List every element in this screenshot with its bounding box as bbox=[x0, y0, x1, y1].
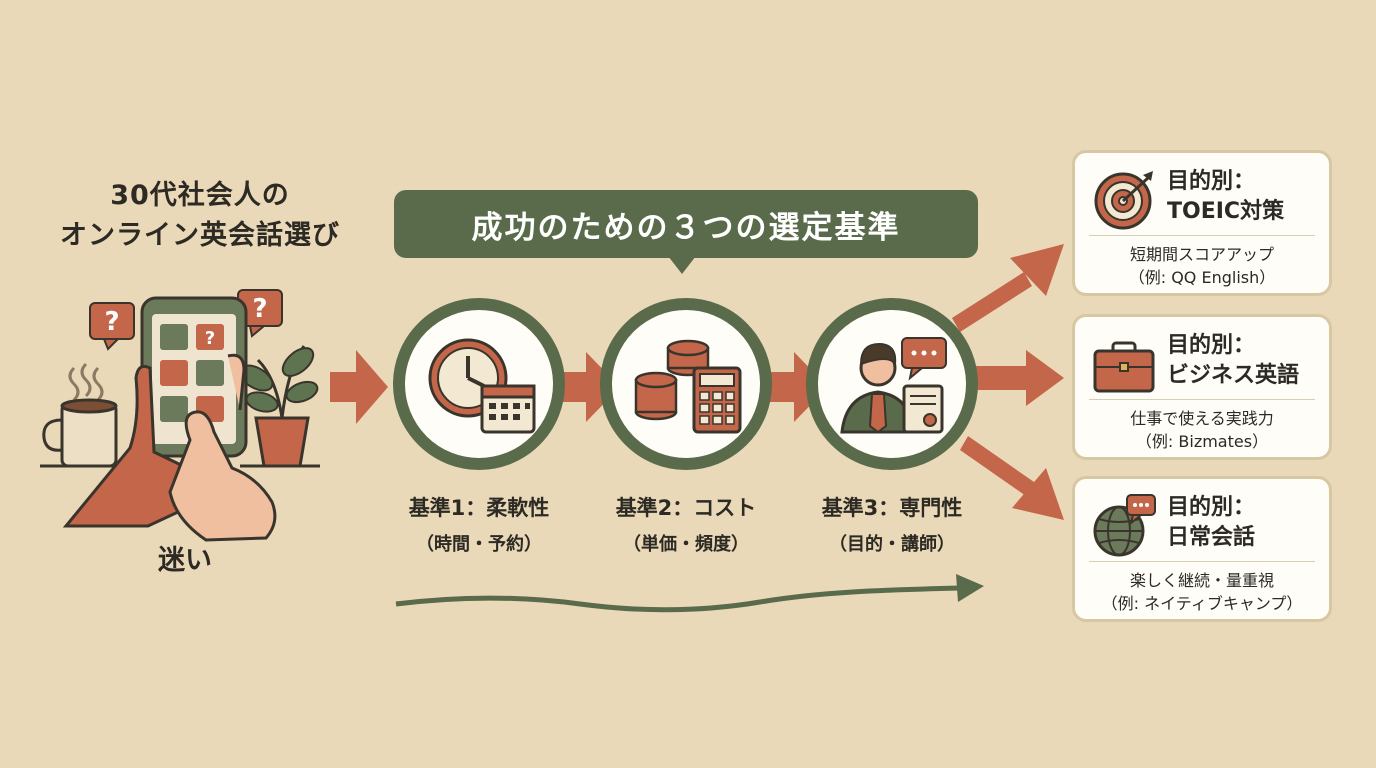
card-divider bbox=[1089, 235, 1315, 236]
criterion-3-text: 基準3：専門性 （目的・講師） bbox=[792, 492, 992, 556]
criterion-1-text: 基準1：柔軟性 （時間・予約） bbox=[379, 492, 579, 556]
outcome-business-title-line-1: 目的別： bbox=[1167, 333, 1256, 358]
criterion-2-label: 基準2：コスト bbox=[615, 496, 757, 520]
confusion-label: 迷い bbox=[158, 545, 212, 576]
outcome-daily-title-line-2: 日常会話 bbox=[1167, 525, 1256, 550]
outcome-business-note: 仕事で使える実践力 （例: Bizmates） bbox=[1075, 407, 1329, 453]
main-title-line-2: オンライン英会話選び bbox=[60, 220, 340, 251]
teacher-icon bbox=[840, 337, 947, 434]
criterion-1-label: 基準1：柔軟性 bbox=[408, 496, 550, 520]
outcome-business-title: 目的別： ビジネス英語 bbox=[1167, 331, 1299, 391]
banner-tail bbox=[668, 256, 696, 274]
criterion-circle-3 bbox=[806, 298, 978, 470]
outcome-business-note-line-2: （例: Bizmates） bbox=[1135, 432, 1269, 451]
criterion-circle-2 bbox=[600, 298, 772, 470]
question-bubble-icon: ? bbox=[89, 302, 135, 351]
card-divider bbox=[1089, 399, 1315, 400]
criterion-3-sub: （目的・講師） bbox=[829, 534, 955, 555]
briefcase-icon bbox=[1093, 341, 1155, 393]
criterion-2-sub: （単価・頻度） bbox=[623, 534, 749, 555]
outcome-daily-note-line-1: 楽しく継続・量重視 bbox=[1129, 571, 1274, 590]
outcome-business-title-line-2: ビジネス英語 bbox=[1167, 363, 1300, 388]
outcome-card-business: 目的別： ビジネス英語 仕事で使える実践力 （例: Bizmates） bbox=[1072, 314, 1332, 460]
branch-arrow-top bbox=[952, 244, 1064, 332]
svg-text:?: ? bbox=[104, 307, 119, 337]
outcome-business-note-line-1: 仕事で使える実践力 bbox=[1130, 409, 1274, 428]
outcome-daily-note-line-2: （例: ネイティブキャンプ） bbox=[1101, 594, 1303, 613]
branch-arrow-bottom bbox=[960, 436, 1064, 520]
criterion-circle-1 bbox=[393, 298, 565, 470]
flow-arrow bbox=[330, 350, 388, 424]
outcome-toeic-note: 短期間スコアアップ （例: QQ English） bbox=[1075, 243, 1329, 289]
outcome-daily-title: 目的別： 日常会話 bbox=[1167, 493, 1255, 553]
hand-icon bbox=[62, 353, 277, 542]
outcome-toeic-note-line-1: 短期間スコアアップ bbox=[1129, 245, 1274, 264]
outcome-card-toeic: 目的別： TOEIC対策 短期間スコアアップ （例: QQ English） bbox=[1072, 150, 1332, 296]
svg-text:?: ? bbox=[252, 294, 267, 324]
clock-calendar-icon bbox=[428, 338, 536, 434]
card-divider bbox=[1089, 561, 1315, 562]
criterion-2-text: 基準2：コスト （単価・頻度） bbox=[586, 492, 786, 556]
outcome-toeic-title-line-1: 目的別： bbox=[1167, 169, 1256, 194]
outcome-daily-note: 楽しく継続・量重視 （例: ネイティブキャンプ） bbox=[1075, 569, 1329, 615]
criteria-banner: 成功のための３つの選定基準 bbox=[394, 190, 978, 258]
main-title-line-1: 30代社会人の bbox=[110, 180, 290, 211]
criterion-3-label: 基準3：専門性 bbox=[821, 496, 963, 520]
coins-calculator-icon bbox=[634, 339, 742, 434]
outcome-card-daily: 目的別： 日常会話 楽しく継続・量重視 （例: ネイティブキャンプ） bbox=[1072, 476, 1332, 622]
outcome-toeic-note-line-2: （例: QQ English） bbox=[1128, 268, 1276, 287]
question-bubble-icon: ? bbox=[237, 289, 283, 338]
progress-wave-arrow bbox=[395, 574, 984, 613]
globe-chat-icon bbox=[1093, 494, 1156, 557]
svg-text:?: ? bbox=[205, 328, 215, 349]
criterion-1-sub: （時間・予約） bbox=[416, 534, 542, 555]
outcome-toeic-title: 目的別： TOEIC対策 bbox=[1167, 167, 1284, 227]
outcome-daily-title-line-1: 目的別： bbox=[1167, 495, 1256, 520]
coffee-cup-icon bbox=[40, 362, 140, 468]
branch-arrow-middle bbox=[966, 350, 1064, 406]
target-icon bbox=[1094, 171, 1153, 230]
main-title: 30代社会人の オンライン英会話選び bbox=[20, 176, 380, 256]
plant-icon bbox=[238, 345, 320, 468]
outcome-toeic-title-line-2: TOEIC対策 bbox=[1167, 199, 1285, 224]
